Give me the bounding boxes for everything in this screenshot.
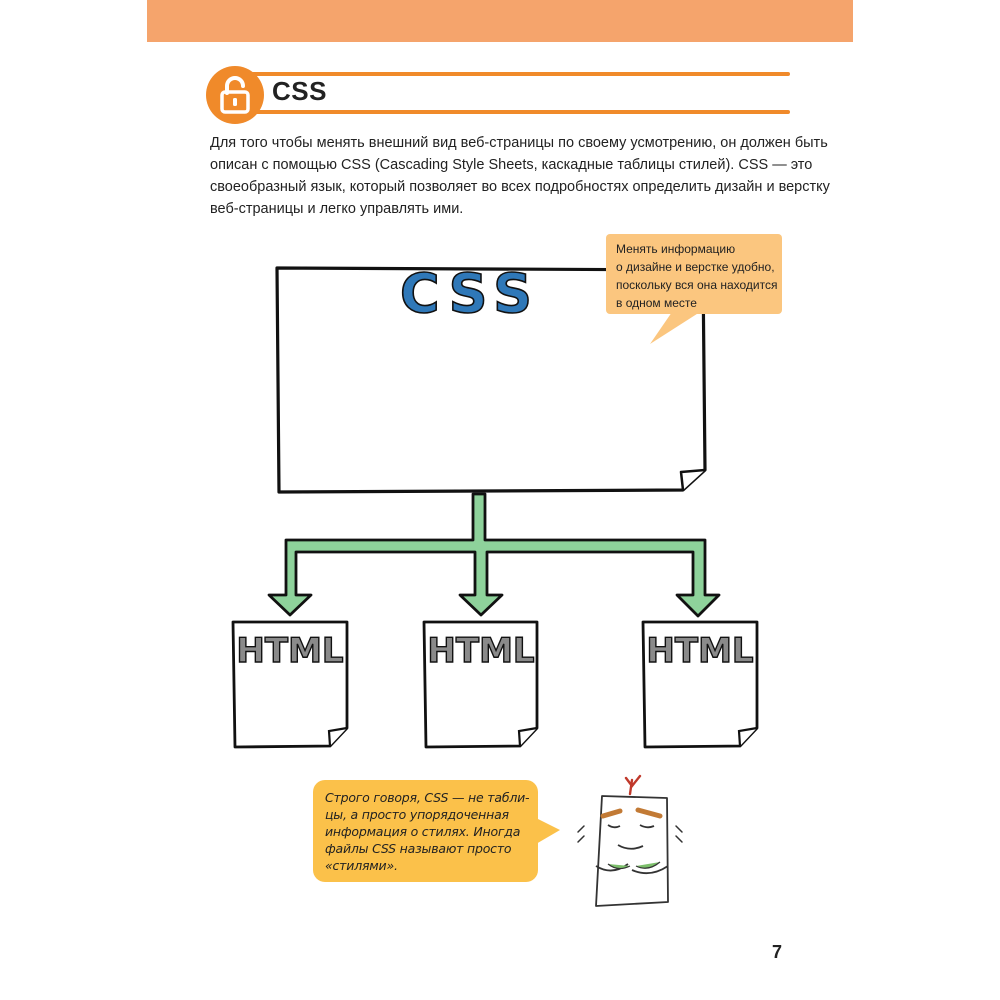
heading-rule-bottom xyxy=(246,110,790,114)
lock-icon-badge xyxy=(206,66,264,124)
lock-icon xyxy=(220,76,250,114)
note-line: файлы CSS называют просто xyxy=(325,841,512,856)
note-bubble-pointer xyxy=(536,818,560,844)
callout-line: в одном месте xyxy=(616,296,697,310)
paper-mascot-illustration xyxy=(577,774,683,907)
intro-line: веб-страницы и легко управлять ими. xyxy=(210,201,464,217)
design-callout: Менять информацию о дизайне и верстке уд… xyxy=(606,234,782,314)
html-document-label: HTML xyxy=(646,631,753,671)
html-document-label: HTML xyxy=(236,631,343,671)
intro-line: Для того чтобы менять внешний вид веб-ст… xyxy=(210,135,828,151)
note-bubble: Строго говоря, CSS — не табли- цы, а про… xyxy=(313,780,538,882)
note-line: информация о стилях. Иногда xyxy=(325,824,521,839)
callout-line: о дизайне и верстке удобно, xyxy=(616,260,775,274)
html-document-label: HTML xyxy=(427,631,534,671)
callout-line: поскольку вся она находится xyxy=(616,278,778,292)
section-heading: CSS xyxy=(206,66,790,124)
note-line: Строго говоря, CSS — не табли- xyxy=(325,790,530,805)
css-document-label: CSS xyxy=(400,262,540,325)
distribution-arrows xyxy=(267,492,721,618)
top-color-band xyxy=(147,0,853,42)
note-line: «стилями». xyxy=(325,858,398,873)
callout-line: Менять информацию xyxy=(616,242,736,256)
page-number: 7 xyxy=(772,942,783,962)
css-document: CSS xyxy=(275,261,707,494)
intro-line: описан с помощью CSS (Cascading Style Sh… xyxy=(210,157,813,173)
heading-rule-top xyxy=(246,72,790,76)
intro-line: своеобразный язык, который позволяет во … xyxy=(210,179,830,195)
html-document-3: HTML xyxy=(641,620,759,749)
html-document-1: HTML xyxy=(231,620,349,749)
callout-pointer xyxy=(650,312,700,344)
section-title: CSS xyxy=(272,76,327,106)
intro-paragraph: Для того чтобы менять внешний вид веб-ст… xyxy=(210,132,830,220)
html-document-2: HTML xyxy=(422,620,539,749)
note-line: цы, а просто упорядоченная xyxy=(325,807,509,822)
